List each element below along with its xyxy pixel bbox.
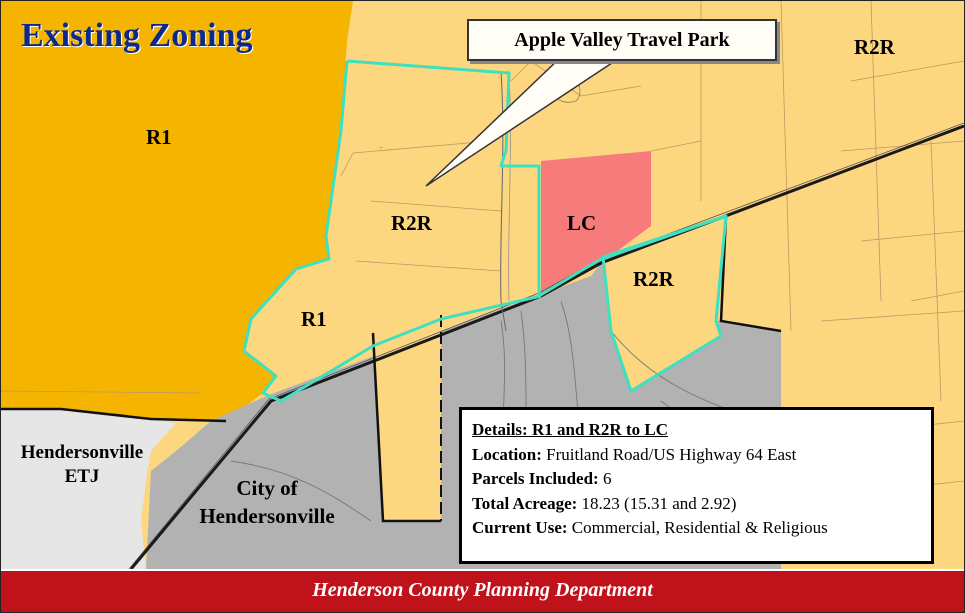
jurisdiction-lines — [1, 215, 782, 523]
r2r-strip-area — [373, 315, 441, 521]
fruitland-road-edge — [508, 70, 511, 302]
subject-parcel-outlines — [242, 59, 728, 403]
details-acreage: Total Acreage: 18.23 (15.31 and 2.92) — [472, 492, 921, 517]
use-value: Commercial, Residential & Religious — [571, 518, 828, 537]
details-box: Details: R1 and R2R to LC Location: Frui… — [459, 407, 934, 564]
footer-banner: Henderson County Planning Department — [1, 569, 964, 612]
zone-label-r1-small: R1 — [301, 307, 327, 331]
zone-label-city: City of Hendersonville — [199, 476, 335, 528]
zone-label-etj: Hendersonville ETJ — [20, 442, 144, 487]
details-location: Location: Fruitland Road/US Highway 64 E… — [472, 443, 921, 468]
zone-label-lc: LC — [567, 211, 597, 235]
details-use: Current Use: Commercial, Residential & R… — [472, 516, 921, 541]
zone-label-r2r-center: R2R — [391, 211, 432, 235]
callout-label: Apple Valley Travel Park — [467, 19, 777, 61]
fruitland-road — [500, 70, 507, 332]
parcels-label: Parcels Included: — [472, 469, 599, 488]
location-value: Fruitland Road/US Highway 64 East — [546, 444, 797, 464]
zone-label-r1-left: R1 — [146, 125, 172, 149]
zone-label-r2r-top-right: R2R — [854, 35, 895, 59]
details-parcels: Parcels Included: 6 — [472, 467, 921, 492]
r1-zone-area — [1, 1, 353, 421]
r2r-right-area — [603, 216, 726, 391]
parcels-value: 6 — [602, 469, 612, 488]
location-label: Location: — [472, 444, 542, 464]
acreage-value: 18.23 (15.31 and 2.92) — [581, 493, 737, 513]
use-label: Current Use: — [472, 518, 568, 537]
map-title: Existing Zoning — [21, 17, 253, 54]
details-heading: Details: R1 and R2R to LC — [472, 420, 668, 439]
lc-zone-area — [541, 151, 651, 296]
acreage-label: Total Acreage: — [472, 493, 578, 513]
road-label-small: ~ — [379, 145, 384, 151]
etj-area — [1, 409, 176, 569]
zone-label-r2r-right: R2R — [633, 267, 674, 291]
